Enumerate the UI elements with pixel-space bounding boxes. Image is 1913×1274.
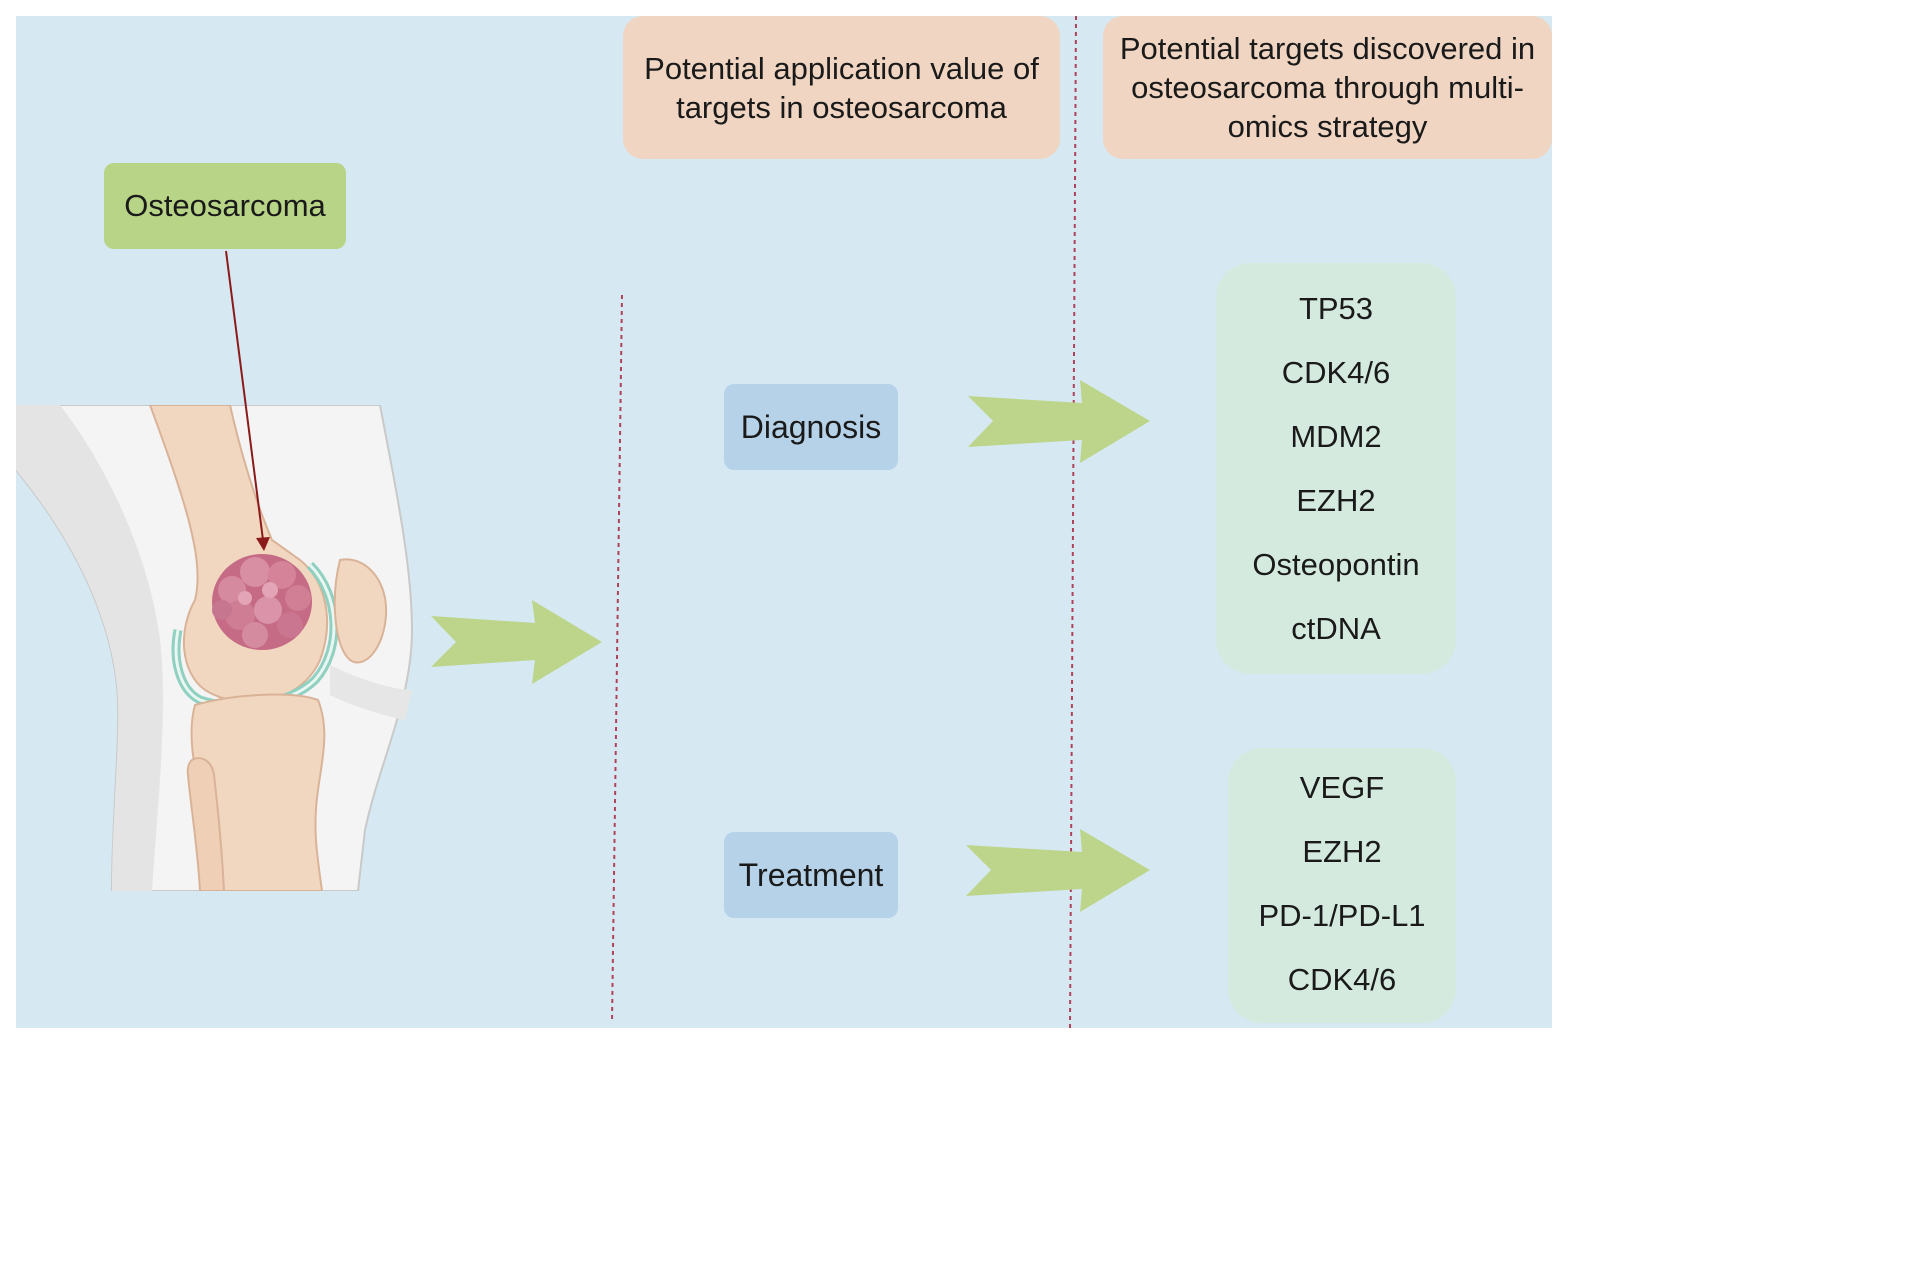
tumor-pointer-arrow — [225, 250, 270, 551]
application-value-header: Potential application value of targets i… — [623, 16, 1060, 159]
diagnosis-label-text: Diagnosis — [740, 408, 882, 445]
leg-shadow — [16, 405, 163, 891]
tumor — [212, 554, 312, 650]
divider-left — [611, 294, 623, 1023]
patella — [333, 558, 388, 664]
target-item: CDK4/6 — [1281, 355, 1391, 390]
osteosarcoma-label-text: Osteosarcoma — [124, 188, 326, 223]
fibula — [186, 757, 226, 891]
targets-header: Potential targets discovered in osteosar… — [1103, 16, 1552, 159]
application-value-header-text: Potential application value of targets i… — [644, 50, 1039, 125]
diagram-graphics — [16, 15, 1150, 1029]
target-item: Osteopontin — [1252, 547, 1420, 582]
osteosarcoma-label: Osteosarcoma — [104, 163, 346, 249]
targets-header-text: Potential targets discovered in osteosar… — [1119, 31, 1536, 144]
arrow-treatment-to-targets — [966, 829, 1150, 912]
target-item: VEGF — [1299, 770, 1385, 805]
target-item: EZH2 — [1296, 483, 1376, 518]
diagnosis-label: Diagnosis — [724, 384, 898, 470]
target-item: PD-1/PD-L1 — [1258, 898, 1426, 933]
treatment-targets-box: VEGF EZH2 PD-1/PD-L1 CDK4/6 — [1228, 748, 1456, 1023]
treatment-label-text: Treatment — [738, 856, 884, 893]
diagnosis-targets-box: TP53 CDK4/6 MDM2 EZH2 Osteopontin ctDNA — [1216, 263, 1456, 674]
target-item: MDM2 — [1290, 419, 1382, 454]
target-item: TP53 — [1298, 291, 1374, 326]
arrow-diagnosis-to-targets — [968, 380, 1150, 463]
treatment-label: Treatment — [724, 832, 898, 918]
target-item: CDK4/6 — [1287, 962, 1397, 997]
knee-illustration — [16, 405, 414, 891]
arrow-to-applications — [431, 600, 602, 684]
target-item: EZH2 — [1302, 834, 1382, 869]
target-item: ctDNA — [1291, 611, 1381, 646]
